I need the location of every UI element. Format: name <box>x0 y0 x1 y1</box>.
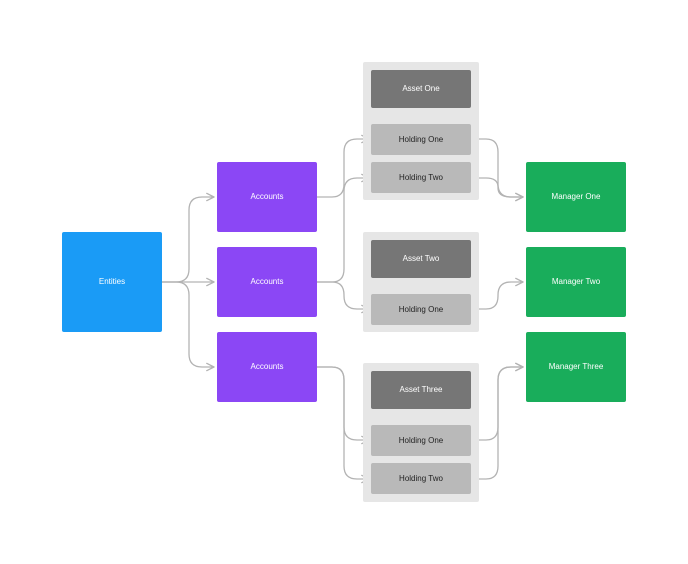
accounts-label: Accounts <box>250 362 284 371</box>
manager-label: Manager Three <box>548 362 604 371</box>
connector-holding-two-c-manager-three <box>471 362 524 480</box>
holding-two-node[interactable]: Holding Two <box>371 162 471 193</box>
accounts-node-2[interactable]: Accounts <box>217 247 317 317</box>
entities-label: Entities <box>98 277 126 286</box>
holding-label: Holding Two <box>399 473 443 483</box>
holding-one-node[interactable]: Holding One <box>371 294 471 325</box>
holding-two-node[interactable]: Holding Two <box>371 463 471 494</box>
connector-entities-accounts-3 <box>161 281 215 372</box>
asset-label: Asset Three <box>399 385 443 394</box>
asset-label: Asset Two <box>402 254 440 263</box>
holding-label: Holding Two <box>399 172 443 182</box>
asset-label: Asset One <box>402 84 440 93</box>
manager-label: Manager Two <box>551 277 601 286</box>
connector-accounts2-holding-one-b <box>316 281 370 314</box>
asset-three-node[interactable]: Asset Three <box>371 371 471 409</box>
manager-one-node[interactable]: Manager One <box>526 162 626 232</box>
connector-accounts3-holding-two-c <box>316 366 370 484</box>
holding-label: Holding One <box>398 435 444 445</box>
connector-accounts3-holding-one-c <box>316 366 370 445</box>
accounts-label: Accounts <box>250 192 284 201</box>
manager-two-node[interactable]: Manager Two <box>526 247 626 317</box>
holding-label: Holding One <box>398 134 444 144</box>
accounts-label: Accounts <box>250 277 284 286</box>
accounts-node-3[interactable]: Accounts <box>217 332 317 402</box>
holding-one-node[interactable]: Holding One <box>371 124 471 155</box>
accounts-node-1[interactable]: Accounts <box>217 162 317 232</box>
asset-two-node[interactable]: Asset Two <box>371 240 471 278</box>
asset-one-node[interactable]: Asset One <box>371 70 471 108</box>
connector-accounts2-holding-two <box>316 173 370 283</box>
holding-one-node[interactable]: Holding One <box>371 425 471 456</box>
connector-holding-one-b-manager-two <box>471 277 524 310</box>
connector-holding-two-manager-one <box>471 177 524 202</box>
holding-label: Holding One <box>398 304 444 314</box>
connector-entities-accounts-1 <box>161 192 215 283</box>
manager-three-node[interactable]: Manager Three <box>526 332 626 402</box>
entities-node[interactable]: Entities <box>62 232 162 332</box>
manager-label: Manager One <box>551 192 601 201</box>
connector-accounts1-holding-one <box>316 134 370 198</box>
